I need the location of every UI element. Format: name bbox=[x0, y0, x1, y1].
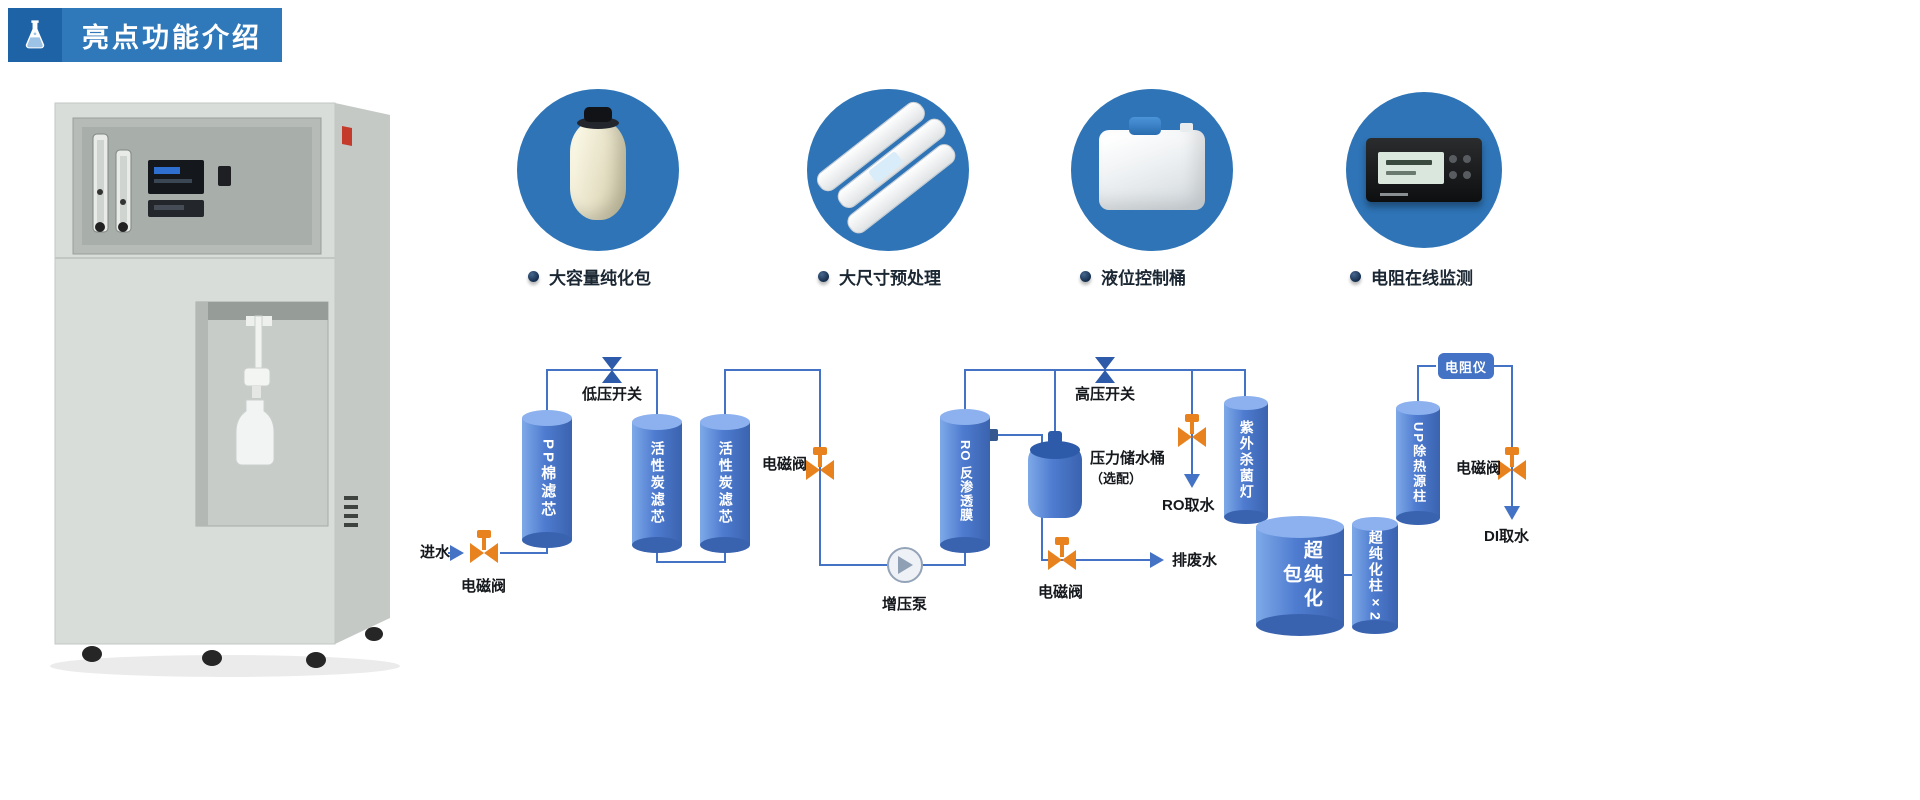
high-pressure-switch-label: 高压开关 bbox=[1075, 386, 1136, 403]
flow-diagram bbox=[448, 357, 1526, 636]
pure-pack-label: 超纯化包 bbox=[1280, 540, 1322, 612]
vent-slots bbox=[344, 496, 358, 527]
pressure-tank-label: 压力储水桶 bbox=[1090, 450, 1166, 467]
level-control-tank-image bbox=[1099, 117, 1205, 210]
bullet-icon bbox=[1080, 271, 1091, 282]
resistivity-monitor-image bbox=[1366, 138, 1482, 202]
pyrogen-column-cylinder bbox=[1396, 401, 1440, 525]
inlet-valve-label: 电磁阀 bbox=[461, 578, 507, 595]
feature-label-2: 大尺寸预处理 bbox=[818, 264, 941, 289]
caster-wheels bbox=[82, 627, 383, 668]
feature-label-1: 大容量纯化包 bbox=[528, 264, 651, 289]
bullet-icon bbox=[528, 271, 539, 282]
bullet-icon bbox=[818, 271, 829, 282]
purification-pack-image bbox=[570, 120, 626, 220]
low-pressure-switch-label: 低压开关 bbox=[582, 386, 643, 403]
resistivity-meter: 电阻仪 bbox=[1438, 353, 1494, 379]
post-carbon-valve bbox=[806, 447, 834, 480]
high-pressure-switch bbox=[1095, 357, 1115, 383]
booster-pump bbox=[887, 547, 923, 583]
feature-label-text: 大容量纯化包 bbox=[549, 269, 651, 288]
feature-label-4: 电阻在线监测 bbox=[1350, 264, 1473, 289]
page-title: 亮点功能介绍 bbox=[62, 8, 282, 62]
uv-lamp-label: 紫外杀菌灯 bbox=[1238, 420, 1255, 500]
pp-filter-label: PP棉滤芯 bbox=[539, 438, 557, 519]
drain-valve-label: 电磁阀 bbox=[1038, 584, 1084, 601]
drain-label: 排废水 bbox=[1172, 552, 1218, 569]
feature-circle-resistivity bbox=[1346, 92, 1502, 248]
carbon-filter-1-cylinder bbox=[632, 414, 682, 553]
machine-button bbox=[218, 166, 231, 186]
feature-circle-purification-pack bbox=[517, 89, 679, 251]
pressure-tank-note: （选配） bbox=[1090, 471, 1143, 486]
pressure-tank bbox=[1028, 431, 1082, 518]
pyrogen-column-label: UP除热源柱 bbox=[1411, 421, 1427, 505]
feature-label-text: 大尺寸预处理 bbox=[839, 269, 941, 288]
uv-lamp-cylinder bbox=[1224, 396, 1268, 524]
carbon-filter-2-cylinder bbox=[700, 414, 750, 553]
pp-filter-cylinder bbox=[522, 410, 572, 548]
machine-side bbox=[335, 103, 390, 644]
machine-logo bbox=[342, 126, 352, 146]
feature-label-3: 液位控制桶 bbox=[1080, 264, 1186, 289]
bullet-icon bbox=[1350, 271, 1361, 282]
feature-label-text: 液位控制桶 bbox=[1101, 269, 1186, 288]
ro-membrane-label: RO 反渗透膜 bbox=[958, 439, 974, 523]
ro-tap-valve bbox=[1178, 414, 1206, 447]
carbon-filter-2-label: 活性炭滤芯 bbox=[717, 441, 734, 526]
inlet-valve bbox=[470, 530, 498, 563]
di-tap-label: DI取水 bbox=[1484, 528, 1530, 545]
booster-pump-label: 增压泵 bbox=[882, 596, 928, 613]
ro-tap-label: RO取水 bbox=[1162, 497, 1215, 514]
di-valve-label: 电磁阀 bbox=[1456, 460, 1502, 477]
header-badge: 亮点功能介绍 bbox=[8, 8, 282, 62]
pure-column-label: 超纯化柱×2 bbox=[1367, 530, 1384, 622]
ro-membrane-cylinder bbox=[940, 409, 998, 553]
inlet-label: 进水 bbox=[420, 544, 451, 561]
pipe-di-tap bbox=[1494, 365, 1520, 520]
flask-icon bbox=[8, 8, 62, 62]
feature-circle-pretreatment bbox=[807, 89, 969, 251]
feature-label-text: 电阻在线监测 bbox=[1371, 269, 1473, 288]
feature-circle-level-tank bbox=[1071, 89, 1233, 251]
machine-display bbox=[148, 160, 204, 194]
dispenser-tube bbox=[254, 315, 263, 373]
machine-illustration bbox=[50, 102, 400, 677]
dispenser-bottle bbox=[235, 399, 275, 466]
carbon-filter-1-label: 活性炭滤芯 bbox=[649, 441, 666, 526]
post-valve-label: 电磁阀 bbox=[762, 456, 808, 473]
low-pressure-switch bbox=[602, 357, 622, 383]
filter-cartridges-image bbox=[807, 89, 969, 251]
dispenser-head bbox=[243, 367, 271, 387]
pure-column-cylinder bbox=[1352, 517, 1398, 634]
drain-valve bbox=[1048, 537, 1076, 570]
pure-pack-cylinder bbox=[1256, 516, 1344, 636]
di-valve bbox=[1498, 447, 1526, 480]
